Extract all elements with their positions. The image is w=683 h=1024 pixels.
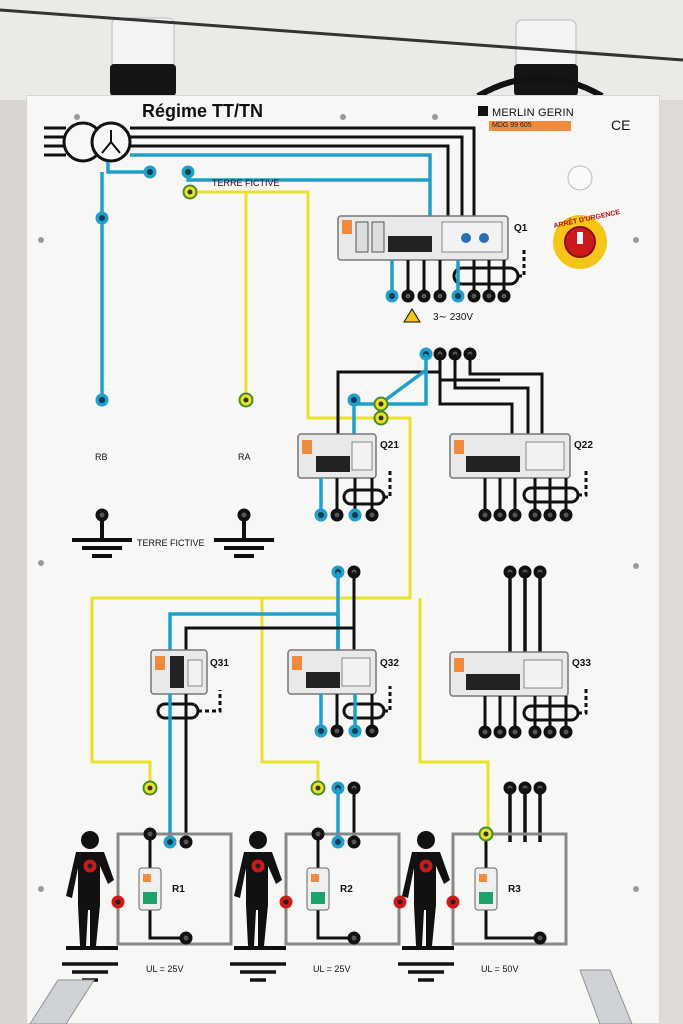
ra-label: RA xyxy=(238,452,251,462)
breaker-q32[interactable] xyxy=(287,649,377,695)
breaker-q33[interactable] xyxy=(449,651,569,697)
voltage-label: 3∼ 230V xyxy=(433,312,474,323)
breaker-q31[interactable] xyxy=(150,649,208,695)
bottom-rails xyxy=(29,969,633,1024)
ce-mark: CE xyxy=(611,117,631,133)
background-right xyxy=(660,100,683,1024)
breaker-q1[interactable] xyxy=(337,215,509,261)
breaker-q21[interactable] xyxy=(297,433,377,479)
panel-title: Régime TT/TN xyxy=(142,101,264,121)
brand-reference: MDG 99 605 xyxy=(489,121,571,131)
load-enclosures xyxy=(116,832,568,946)
ceiling-duct xyxy=(0,8,683,62)
q33-label: Q33 xyxy=(572,658,591,669)
emergency-stop-button[interactable] xyxy=(553,215,607,269)
q31-outputs xyxy=(156,690,222,838)
q1-label: Q1 xyxy=(514,223,528,234)
q2-feeder-wires xyxy=(336,354,544,436)
transformer-symbol xyxy=(44,121,132,163)
ul-r3-label: UL = 50V xyxy=(481,964,519,974)
load-r2-label: R2 xyxy=(340,884,353,895)
breaker-q22[interactable] xyxy=(449,433,571,479)
ul-r1-label: UL = 25V xyxy=(146,964,184,974)
rcd-r1[interactable] xyxy=(138,867,162,911)
brand-name: MERLIN GERIN xyxy=(492,107,574,119)
ul-r2-label: UL = 25V xyxy=(313,964,351,974)
person-icon-2 xyxy=(234,831,286,950)
terre-fictive-bottom-label: TERRE FICTIVE xyxy=(137,538,205,548)
mains-black-wires xyxy=(130,126,476,218)
warning-icon xyxy=(403,308,421,323)
rb-label: RB xyxy=(95,452,108,462)
earth-yellow-wires xyxy=(90,190,490,834)
panel-screws xyxy=(38,114,639,892)
background-left xyxy=(0,100,26,1024)
right-beacon-cable xyxy=(476,75,604,99)
merlin-gerin-logo-icon xyxy=(478,106,488,116)
load-r1-label: R1 xyxy=(172,884,185,895)
person-icon-1 xyxy=(66,831,118,950)
rcd-r3[interactable] xyxy=(474,867,498,911)
q31-label: Q31 xyxy=(210,658,229,669)
left-beacon-base xyxy=(110,64,176,96)
indicator-lamp xyxy=(567,165,593,191)
q3-blue-feeder xyxy=(168,572,340,650)
terre-fictive-top-label: TERRE FICTIVE xyxy=(212,178,280,188)
q21-label: Q21 xyxy=(380,440,399,451)
load-r3-label: R3 xyxy=(508,884,521,895)
q33-outputs xyxy=(483,686,588,732)
person-icon-3 xyxy=(402,831,454,950)
q32-label: Q32 xyxy=(380,658,399,669)
rcd-r2[interactable] xyxy=(306,867,330,911)
q22-label: Q22 xyxy=(574,440,593,451)
q3-black-feeder xyxy=(184,572,356,650)
